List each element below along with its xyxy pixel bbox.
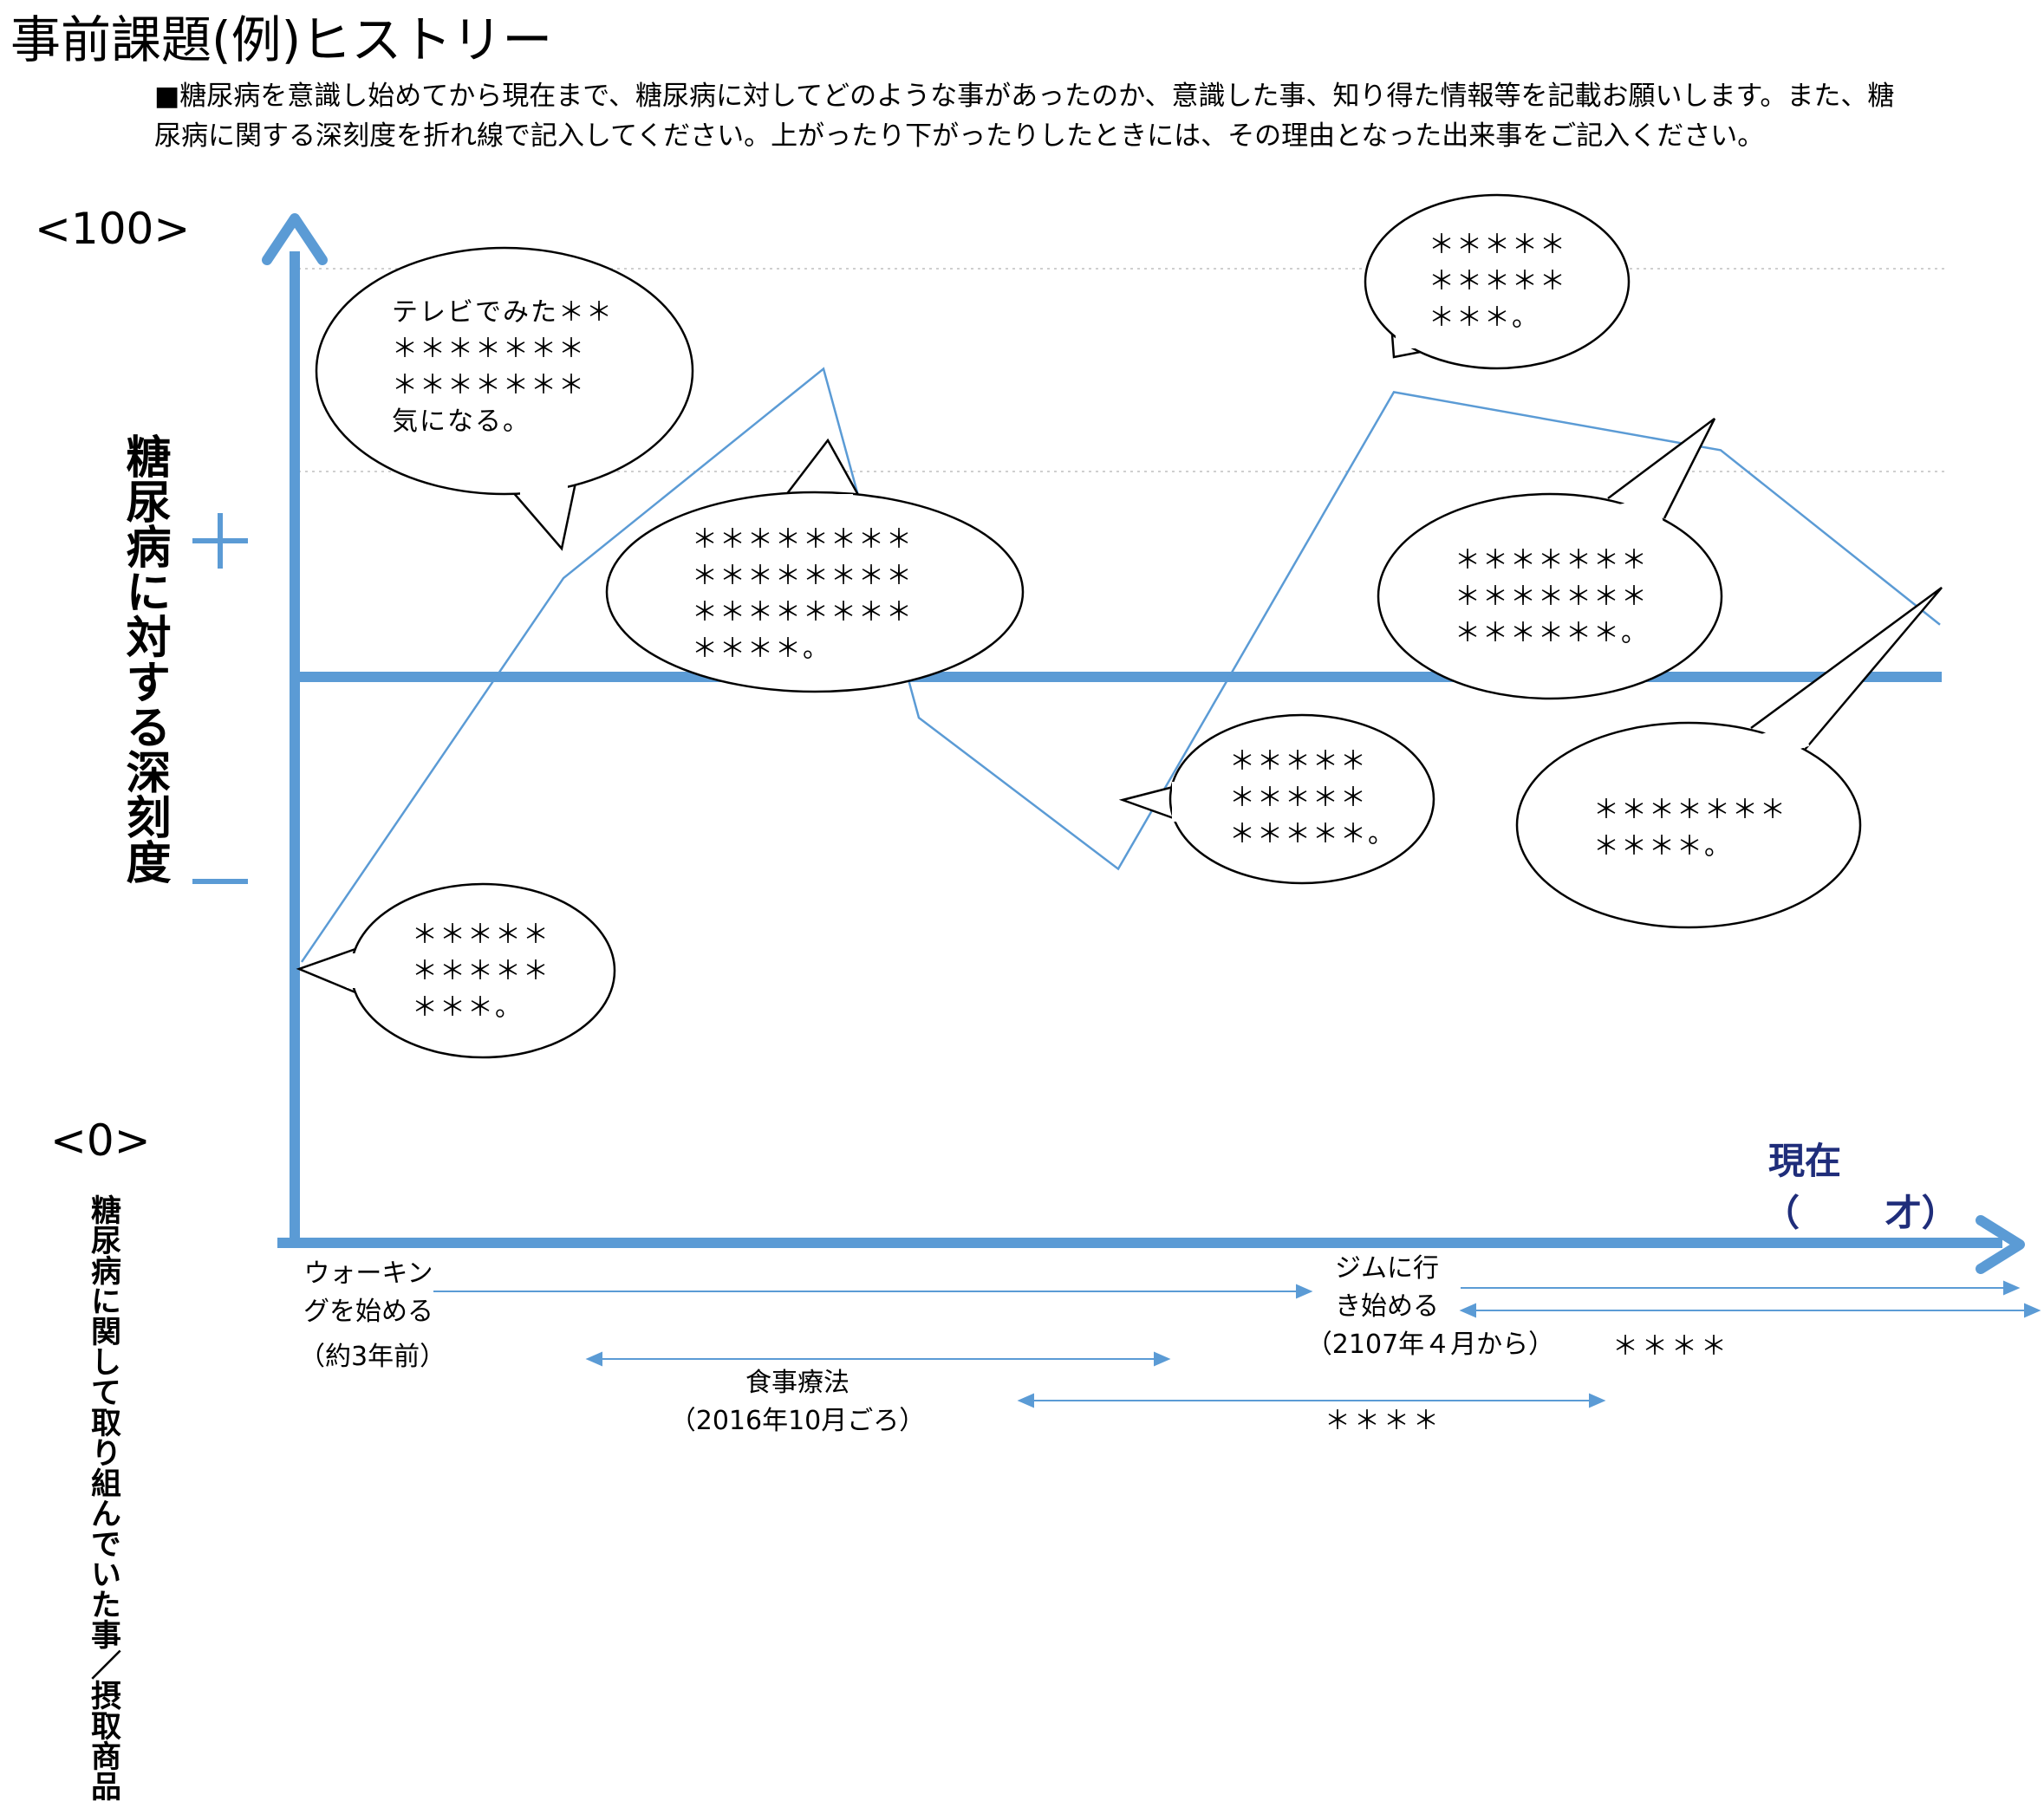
speech-bubble-7 — [1515, 586, 1943, 929]
instruction-text: ■糖尿病を意識し始めてから現在まで、糖尿病に対してどのような事があったのか、意識… — [154, 76, 2035, 156]
arrowhead-right-icon — [2003, 1280, 2021, 1296]
now-label: 現在 — [1768, 1140, 1842, 1182]
bubble-line: ＊＊＊＊＊ — [1429, 230, 1567, 260]
speech-bubble-7-text: ＊＊＊＊＊＊＊ ＊＊＊＊。 — [1593, 792, 1787, 865]
arrowhead-right-icon — [1296, 1284, 1313, 1299]
speech-bubble-body — [1377, 492, 1723, 700]
arrowhead-left-icon — [585, 1351, 602, 1367]
bubble-line: ＊＊＊＊＊＊。 — [1455, 618, 1649, 648]
bubble-line: ＊＊＊＊＊＊＊＊ — [692, 597, 914, 627]
speech-bubble-body — [315, 246, 694, 496]
speech-bubble-3-text: ＊＊＊＊＊ ＊＊＊＊＊ ＊＊＊。 — [412, 917, 550, 1026]
arrowhead-right-icon — [2024, 1303, 2041, 1318]
bubble-line: ＊＊＊＊＊＊＊＊ — [692, 561, 914, 591]
bubble-line: ＊＊＊＊＊＊＊＊ — [692, 524, 914, 555]
bubble-line: ＊＊＊＊＊。 — [1229, 819, 1396, 849]
activity-line: グを始める — [303, 1297, 433, 1327]
speech-bubble-tail — [296, 947, 356, 994]
instruction-line-2: 尿病に関する深刻度を折れ線で記入してください。上がったり下がったりしたときには、… — [154, 120, 1765, 152]
speech-bubble-joint — [347, 953, 366, 988]
activity-gym-label: ジムに行 き始める — [1300, 1250, 1474, 1326]
speech-bubble-tail — [1607, 417, 1716, 519]
severity-line — [300, 367, 1941, 963]
speech-bubble-body — [1168, 713, 1435, 885]
speech-bubble-2 — [605, 438, 1025, 693]
severity-series — [300, 367, 1941, 963]
minus-sign — [192, 879, 248, 884]
arrowhead-left-icon — [1459, 1303, 1476, 1318]
activity-line: き始める — [1335, 1291, 1439, 1322]
speech-bubble-1-text: テレビでみた＊＊ ＊＊＊＊＊＊＊ ＊＊＊＊＊＊＊ 気になる。 — [392, 295, 614, 440]
speech-bubble-6 — [1377, 417, 1723, 700]
bubble-line: ＊＊＊＊。 — [1593, 831, 1732, 861]
bubble-line: ＊＊＊＊＊ — [1229, 746, 1368, 777]
activity-line: ジムに行 — [1335, 1253, 1439, 1284]
speech-bubble-5 — [1364, 193, 1631, 370]
speech-bubble-tail — [1750, 586, 1943, 751]
speech-bubble-joint — [520, 480, 568, 497]
activity-walking-label: ウォーキン グを始める （約3年前） — [299, 1255, 446, 1376]
bubble-line: 気になる。 — [392, 406, 531, 437]
page-title: 事前課題(例)ヒストリー — [10, 10, 553, 69]
bubble-line: ＊＊＊＊＊＊＊ — [1455, 582, 1649, 612]
bubble-line: ＊＊＊＊＊ — [412, 920, 550, 950]
speech-bubble-tail — [779, 438, 864, 504]
speech-bubble-joint — [1754, 721, 1810, 761]
scale-max-label: <100> — [35, 204, 191, 254]
activity-date: （2016年10月ごろ） — [669, 1406, 926, 1436]
speech-bubble-tail — [1118, 783, 1184, 823]
arrowhead-right-icon — [1154, 1351, 1171, 1367]
speech-bubble-body — [1364, 193, 1631, 370]
bubble-line: ＊＊＊。 — [1429, 302, 1540, 333]
speech-bubble-body — [605, 491, 1025, 693]
bubble-line: ＊＊＊＊＊ — [1229, 783, 1368, 813]
activity-line: 食事療法 — [745, 1368, 849, 1398]
bubble-line: ＊＊＊＊。 — [692, 634, 830, 664]
arrowhead-right-icon — [1589, 1393, 1606, 1408]
speech-bubble-joint — [1610, 496, 1663, 532]
scale-min-label: <0> — [50, 1115, 151, 1166]
speech-bubble-4-text: ＊＊＊＊＊ ＊＊＊＊＊ ＊＊＊＊＊。 — [1229, 744, 1396, 853]
bubble-line: テレビでみた＊＊ — [392, 297, 614, 328]
y-axis-arrowhead-icon — [262, 213, 328, 265]
activity-line: ウォーキン — [303, 1258, 433, 1289]
bubble-line: ＊＊＊＊＊＊＊ — [392, 370, 586, 400]
speech-bubble-1 — [315, 246, 694, 551]
speech-bubble-2-text: ＊＊＊＊＊＊＊＊ ＊＊＊＊＊＊＊＊ ＊＊＊＊＊＊＊＊ ＊＊＊＊。 — [692, 522, 914, 667]
activity-item-2-label: ＊＊＊＊ — [1325, 1406, 1442, 1436]
speech-bubble-5-text: ＊＊＊＊＊ ＊＊＊＊＊ ＊＊＊。 — [1429, 227, 1567, 336]
bubble-line: ＊＊＊。 — [412, 992, 523, 1023]
activity-diet-label: 食事療法 （2016年10月ごろ） — [667, 1364, 928, 1440]
bubble-line: ＊＊＊＊＊ — [1429, 266, 1567, 296]
bubble-line: ＊＊＊＊＊＊＊ — [392, 334, 586, 364]
speech-bubble-3 — [296, 882, 616, 1059]
speech-bubble-6-text: ＊＊＊＊＊＊＊ ＊＊＊＊＊＊＊ ＊＊＊＊＊＊。 — [1455, 543, 1649, 652]
activity-item-1-label: ＊＊＊＊ — [1612, 1331, 1730, 1362]
activity-date: （約3年前） — [299, 1342, 446, 1372]
y-axis-label: 糖尿病に対する深刻度 — [118, 433, 170, 884]
plus-sign-vertical — [218, 513, 223, 569]
arrowhead-left-icon — [1017, 1393, 1034, 1408]
speech-bubble-joint — [791, 494, 853, 511]
speech-bubble-joint — [1172, 782, 1193, 822]
bubble-line: ＊＊＊＊＊＊＊ — [1593, 795, 1787, 825]
instruction-line-1: ■糖尿病を意識し始めてから現在まで、糖尿病に対してどのような事があったのか、意識… — [154, 81, 1895, 112]
activity-gym-date: （2107年４月から） — [1305, 1330, 1555, 1360]
age-label: （ 才） — [1763, 1192, 1958, 1234]
speech-bubble-body — [1515, 721, 1862, 929]
history-chart — [262, 193, 2041, 1408]
speech-bubble-joint — [1396, 328, 1430, 348]
x-axis-arrowhead-icon — [1976, 1215, 2025, 1274]
bubble-line: ＊＊＊＊＊＊＊ — [1455, 545, 1649, 575]
bubble-line: ＊＊＊＊＊ — [412, 956, 550, 986]
speech-bubble-4 — [1118, 713, 1435, 885]
